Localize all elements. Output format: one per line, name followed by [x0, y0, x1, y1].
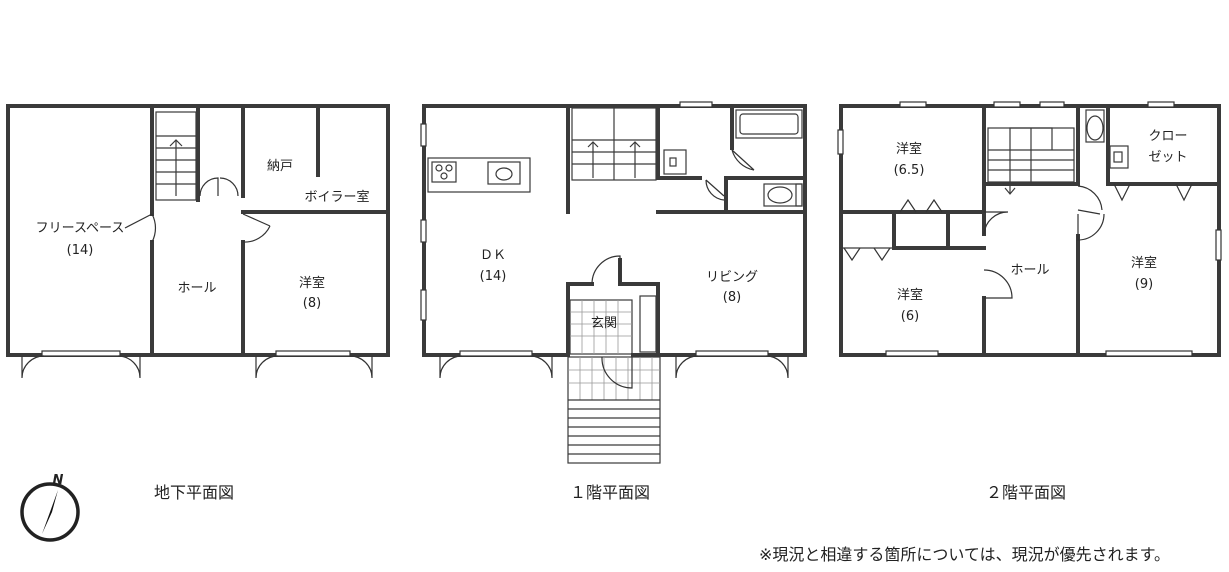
floor1-window — [420, 289, 427, 321]
floor1-dk-label: ＤＫ — [480, 248, 506, 263]
basement-boiler-label: ボイラー室 — [304, 189, 369, 205]
floor2-window — [1147, 101, 1175, 108]
floor2-closet-door — [1113, 183, 1193, 202]
floor2-western-c-size: (9) — [1135, 277, 1153, 292]
floor2-door — [1077, 213, 1105, 241]
floor1-living-size: (8) — [723, 290, 741, 305]
disclaimer-note: ※現況と相違する箇所については、現況が優先されます。 — [759, 545, 1170, 564]
basement-window — [41, 350, 121, 357]
basement-stairs — [155, 111, 197, 201]
floor2-western-a-size: (6.5) — [894, 163, 925, 178]
floor1-window — [679, 101, 713, 108]
floor2-window — [993, 101, 1021, 108]
floor2-door — [1077, 185, 1103, 215]
floor2-window — [1039, 101, 1065, 108]
floor2-window — [885, 350, 939, 357]
floor2-window — [899, 101, 927, 108]
floor2-title: ２階平面図 — [986, 483, 1066, 502]
entrance-steps — [567, 356, 661, 464]
basement-door — [124, 213, 156, 243]
basement-door — [199, 177, 239, 197]
floor2-door — [983, 269, 1013, 299]
floor2-toilet — [1085, 109, 1105, 143]
basement-door — [21, 355, 141, 379]
front-door — [601, 356, 633, 389]
entrance-tile-floor — [569, 299, 633, 355]
floor2-western-b-label: 洋室 — [897, 287, 923, 303]
floor2-western-b-size: (6) — [901, 309, 919, 324]
floor2-plan: 洋室 (6.5) クロー ゼット ホール 洋室 (6) 洋室 (9) — [837, 101, 1222, 357]
floor1-living-label: リビング — [706, 270, 758, 285]
basement-title: 地下平面図 — [154, 483, 234, 502]
basement-door — [242, 213, 271, 243]
floor1-door — [731, 149, 755, 171]
floor1-dk-size: (14) — [480, 269, 507, 284]
compass-icon: N — [20, 473, 80, 542]
floor1-plan: ＤＫ (14) リビング (8) 玄関 — [420, 101, 807, 464]
floor2-stairs — [987, 127, 1075, 195]
basement-free-space-label: フリースペース — [36, 221, 125, 236]
floor2-closet-door — [843, 247, 891, 262]
shoe-cabinet — [639, 295, 657, 353]
basement-western-size: (8) — [303, 296, 321, 311]
floor2-closet-label-2: ゼット — [1148, 150, 1187, 165]
floor1-door — [705, 179, 725, 201]
floor2-window — [1105, 350, 1193, 357]
basement-hall-label: ホール — [177, 281, 216, 296]
floor1-stairs — [571, 107, 657, 181]
floor1-door — [439, 355, 553, 379]
compass-north-label: N — [53, 473, 64, 488]
floor1-entrance-label: 玄関 — [591, 316, 617, 331]
floor1-window — [459, 350, 533, 357]
basement-free-space-size: (14) — [67, 243, 94, 258]
basement-storage-label: 納戸 — [267, 159, 293, 174]
sink — [663, 149, 687, 175]
basement-western-label: 洋室 — [299, 275, 325, 291]
floor2-closet-door — [899, 198, 943, 213]
basement-door — [255, 355, 373, 379]
floor2-sink — [1109, 145, 1129, 169]
floor2-closet-label-1: クロー — [1148, 129, 1187, 144]
floor2-hall-label: ホール — [1010, 263, 1049, 278]
floor2-window — [1215, 229, 1222, 261]
floor2-door — [983, 211, 1009, 235]
basement-plan: フリースペース (14) ホール 納戸 ボイラー室 洋室 (8) — [6, 104, 390, 379]
floor1-door — [591, 255, 621, 285]
floor2-window — [837, 129, 844, 155]
floor2-western-a-label: 洋室 — [896, 141, 922, 157]
floor2-western-c-label: 洋室 — [1131, 255, 1157, 271]
floor1-window — [695, 350, 769, 357]
floor1-window — [420, 219, 427, 243]
basement-window — [275, 350, 351, 357]
floor1-title: １階平面図 — [570, 483, 650, 502]
kitchen-counter — [427, 157, 531, 193]
floor1-window — [420, 123, 427, 147]
toilet — [763, 183, 803, 207]
bathtub — [735, 109, 803, 139]
floor1-door — [675, 355, 789, 379]
